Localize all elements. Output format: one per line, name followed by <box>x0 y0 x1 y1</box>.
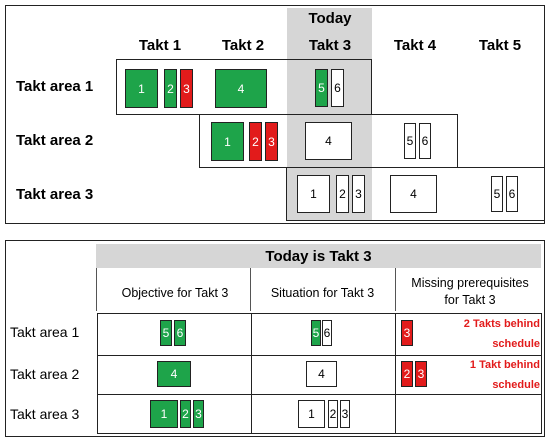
note-line-2: schedule <box>492 338 540 350</box>
behind-schedule-note: 1 Takt behind schedule <box>420 355 540 395</box>
row-header-takt-area-1: Takt area 1 <box>16 78 94 95</box>
wagon-box: 3 <box>401 320 413 346</box>
wagon-box: 1 <box>125 69 158 108</box>
wagon-box: 4 <box>215 69 267 108</box>
wagon-box: 5 <box>160 320 172 346</box>
wagon-box: 2 <box>336 175 349 213</box>
wagon-box: 3 <box>340 400 350 428</box>
column-header-missing-line-1: Missing prerequisites <box>411 276 529 290</box>
today-label: Today <box>308 10 352 27</box>
column-divider <box>96 268 97 311</box>
column-header-objective: Objective for Takt 3 <box>121 286 229 300</box>
wagon-box: 6 <box>322 320 332 346</box>
missing-cell <box>395 394 542 434</box>
row-header-takt-area-1: Takt area 1 <box>10 324 80 340</box>
status-panel <box>5 240 545 437</box>
note-line-1: 2 Takts behind <box>463 318 540 330</box>
row-header-takt-area-2: Takt area 2 <box>16 132 94 149</box>
wagon-box: 4 <box>157 361 191 387</box>
column-header-situation: Situation for Takt 3 <box>270 286 375 300</box>
wagon-box: 1 <box>298 400 325 428</box>
column-header-takt-5: Takt 5 <box>478 37 522 54</box>
takt-area-3-frame <box>286 167 545 221</box>
wagon-box: 6 <box>506 176 518 212</box>
wagon-box: 2 <box>164 69 177 108</box>
column-header-takt-1: Takt 1 <box>138 37 182 54</box>
column-header-missing-line-2: for Takt 3 <box>444 293 496 307</box>
wagon-box: 3 <box>193 400 204 428</box>
wagon-box: 1 <box>150 400 178 428</box>
wagon-box: 6 <box>331 69 344 107</box>
note-line-2: schedule <box>492 379 540 391</box>
wagon-box: 6 <box>419 123 431 159</box>
wagon-box: 2 <box>180 400 191 428</box>
wagon-box: 4 <box>390 175 437 213</box>
column-divider <box>395 268 396 311</box>
takt-schedule-panel <box>5 5 545 224</box>
wagon-box: 4 <box>306 361 337 387</box>
wagon-box: 3 <box>265 122 278 161</box>
row-header-takt-area-3: Takt area 3 <box>16 186 94 203</box>
wagon-box: 2 <box>249 122 262 161</box>
wagon-box: 1 <box>297 175 330 213</box>
wagon-box: 3 <box>180 69 193 108</box>
wagon-box: 5 <box>491 176 503 212</box>
column-divider <box>250 268 251 311</box>
wagon-box: 6 <box>174 320 186 346</box>
wagon-box: 3 <box>352 175 365 213</box>
wagon-box: 5 <box>315 69 328 107</box>
wagon-box: 2 <box>328 400 338 428</box>
row-header-takt-area-2: Takt area 2 <box>10 366 80 382</box>
column-header-takt-3: Takt 3 <box>308 37 352 54</box>
status-title: Today is Takt 3 <box>96 244 541 268</box>
behind-schedule-note: 2 Takts behind schedule <box>420 314 540 354</box>
wagon-box: 5 <box>404 123 416 159</box>
column-header-takt-2: Takt 2 <box>221 37 265 54</box>
row-header-takt-area-3: Takt area 3 <box>10 406 80 422</box>
wagon-box: 1 <box>211 122 244 161</box>
note-line-1: 1 Takt behind <box>469 359 540 371</box>
wagon-box: 3 <box>415 361 427 387</box>
wagon-box: 5 <box>311 320 321 346</box>
wagon-box: 2 <box>401 361 413 387</box>
wagon-box: 4 <box>305 122 352 160</box>
column-header-takt-4: Takt 4 <box>393 37 437 54</box>
